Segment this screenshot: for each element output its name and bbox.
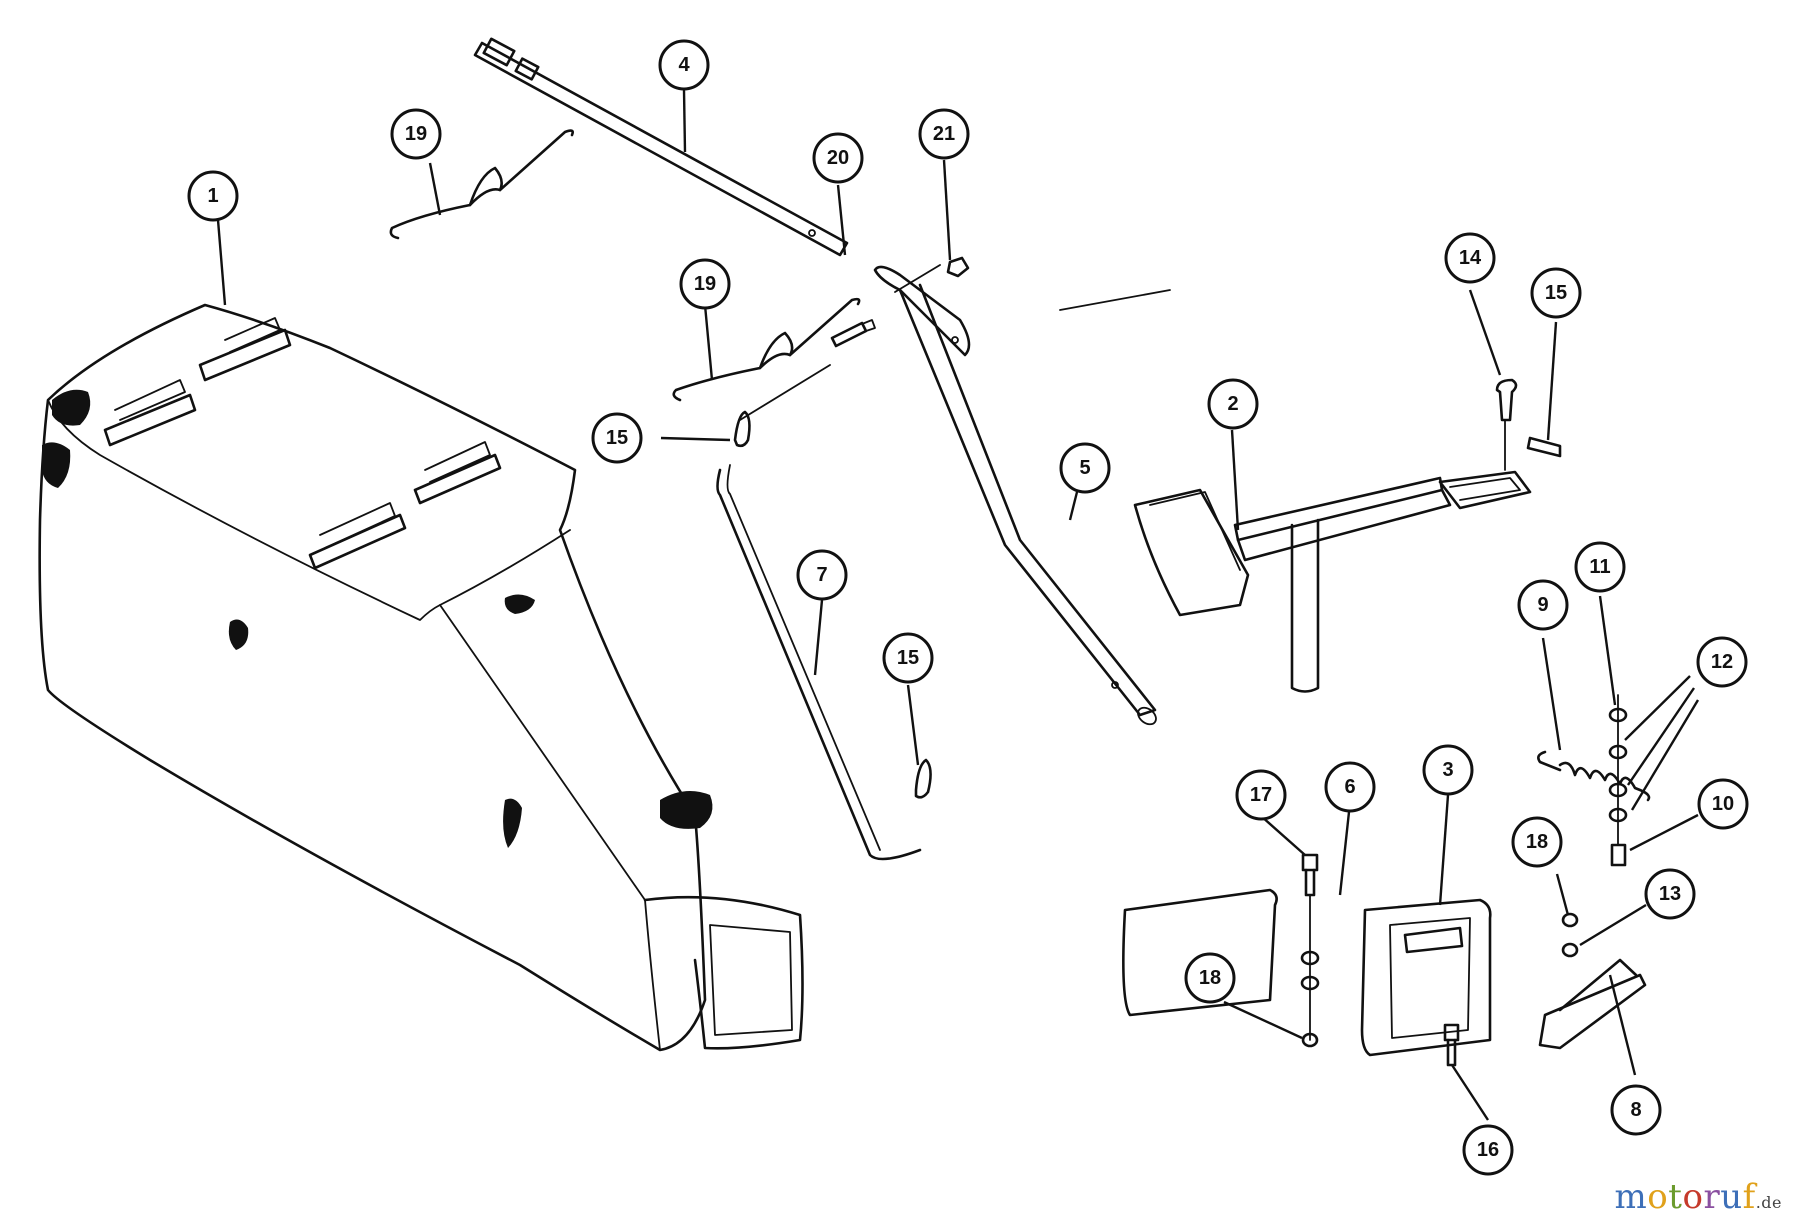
callout-9: 9 <box>1517 579 1569 631</box>
part-10-bolt <box>1610 843 1627 867</box>
part-18-nut-right <box>1561 912 1579 958</box>
bag-top-rails <box>103 317 502 570</box>
callout-18-right: 18 <box>1511 816 1563 868</box>
svg-text:13: 13 <box>1659 883 1681 905</box>
callout-8: 8 <box>1610 1084 1662 1136</box>
svg-text:4: 4 <box>678 54 690 76</box>
part-5-lever <box>873 265 1157 726</box>
watermark-text: motoruf <box>1615 1177 1756 1217</box>
svg-text:7: 7 <box>816 564 827 586</box>
svg-text:15: 15 <box>606 427 628 449</box>
svg-text:10: 10 <box>1712 793 1734 815</box>
part-1-catcher-bag <box>38 303 804 1052</box>
svg-text:18: 18 <box>1526 831 1548 853</box>
part-6-gasket <box>1122 888 1278 1017</box>
callout-19-top: 19 <box>390 108 442 160</box>
svg-text:18: 18 <box>1199 967 1221 989</box>
callout-21: 21 <box>918 108 970 160</box>
part-3-frame <box>1360 898 1492 1057</box>
callout-17: 17 <box>1235 769 1287 821</box>
watermark-letter: o <box>1647 1177 1669 1217</box>
callout-15-left: 15 <box>591 412 643 464</box>
callout-1: 1 <box>187 170 239 222</box>
svg-text:2: 2 <box>1227 393 1238 415</box>
part-14-pin <box>1495 378 1518 471</box>
callout-15-top-right: 15 <box>1530 267 1582 319</box>
svg-text:19: 19 <box>405 123 427 145</box>
part-16-bolt <box>1443 1023 1460 1067</box>
watermark-logo: motoruf.de <box>1615 1177 1782 1217</box>
watermark-letter: t <box>1668 1177 1683 1217</box>
svg-text:19: 19 <box>694 273 716 295</box>
svg-text:15: 15 <box>897 647 919 669</box>
callout-2: 2 <box>1207 378 1259 430</box>
callout-6: 6 <box>1324 761 1376 813</box>
watermark-letter: m <box>1614 1177 1648 1217</box>
svg-text:6: 6 <box>1344 776 1355 798</box>
part-21-nut <box>946 256 970 278</box>
part-20-bolt <box>830 319 876 348</box>
svg-text:8: 8 <box>1630 1099 1641 1121</box>
part-19-hook-upper <box>389 129 574 240</box>
part-17-bolt <box>1301 853 1319 897</box>
part-19-hook-lower <box>672 297 861 402</box>
part-15-clip-a <box>733 410 751 448</box>
callout-19-lower: 19 <box>679 258 731 310</box>
svg-text:9: 9 <box>1537 594 1548 616</box>
leader-lines <box>216 89 1700 1121</box>
part-2-pedal-assembly <box>1133 470 1532 693</box>
svg-text:15: 15 <box>1545 282 1567 304</box>
watermark-letter: f <box>1742 1177 1756 1217</box>
callout-16: 16 <box>1462 1124 1514 1176</box>
watermark-letter: u <box>1720 1177 1743 1217</box>
svg-text:21: 21 <box>933 123 955 145</box>
callout-10: 10 <box>1697 778 1749 830</box>
callout-18-left: 18 <box>1184 952 1236 1004</box>
part-15-clip-c <box>1526 436 1562 458</box>
watermark-suffix: .de <box>1755 1193 1782 1212</box>
svg-text:5: 5 <box>1079 457 1090 479</box>
svg-text:11: 11 <box>1589 556 1610 578</box>
part-8-bracket <box>1538 958 1647 1050</box>
callout-14: 14 <box>1444 232 1496 284</box>
callout-11: 11 <box>1574 541 1626 593</box>
callout-5: 5 <box>1059 442 1111 494</box>
svg-text:14: 14 <box>1459 247 1482 269</box>
callout-3: 3 <box>1422 744 1474 796</box>
callout-15-lower: 15 <box>882 632 934 684</box>
callout-7: 7 <box>796 549 848 601</box>
svg-text:16: 16 <box>1477 1139 1499 1161</box>
part-4-rod <box>473 37 849 257</box>
part-7-wire-rod <box>716 464 922 861</box>
svg-text:17: 17 <box>1250 784 1272 806</box>
svg-text:1: 1 <box>207 185 218 207</box>
callout-20: 20 <box>812 132 864 184</box>
svg-text:3: 3 <box>1442 759 1453 781</box>
part-15-clip-b <box>914 758 932 799</box>
callout-12: 12 <box>1696 636 1748 688</box>
watermark-letter: o <box>1682 1177 1704 1217</box>
svg-text:12: 12 <box>1711 651 1733 673</box>
callout-4: 4 <box>658 39 710 91</box>
callout-13: 13 <box>1644 868 1696 920</box>
part-9-spring <box>1537 750 1651 802</box>
svg-text:20: 20 <box>827 147 849 169</box>
watermark-letter: r <box>1703 1177 1721 1217</box>
